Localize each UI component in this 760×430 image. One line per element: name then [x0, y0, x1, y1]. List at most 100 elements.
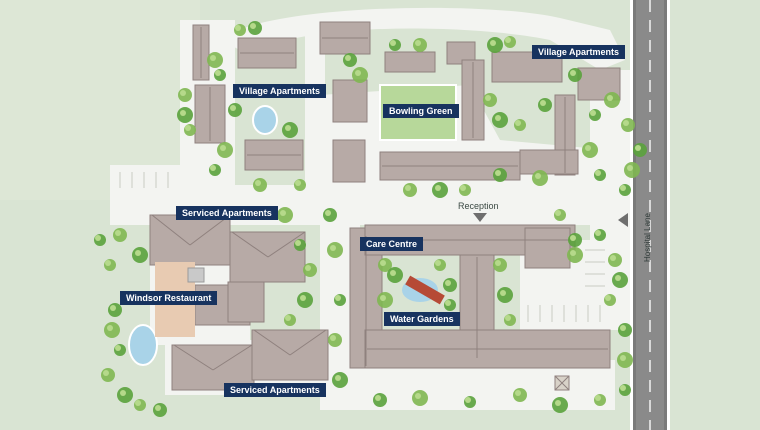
tree-highlight [107, 325, 113, 331]
tree-highlight [295, 180, 301, 186]
tree-highlight [330, 335, 336, 341]
tree-highlight [570, 70, 576, 76]
tree-highlight [285, 125, 291, 131]
trees [94, 21, 647, 417]
tree-highlight [405, 185, 411, 191]
restaurant-grid [187, 267, 205, 283]
tree-highlight [595, 395, 601, 401]
tree-highlight [335, 375, 341, 381]
label-serviced-apartments-top[interactable]: Serviced Apartments [176, 206, 278, 220]
tree-highlight [620, 385, 626, 391]
tree-highlight [595, 170, 601, 176]
tree-highlight [180, 90, 186, 96]
tree-highlight [505, 37, 511, 43]
tree-highlight [95, 235, 101, 241]
tree-highlight [380, 295, 386, 301]
tree-highlight [390, 270, 396, 276]
label-care-centre[interactable]: Care Centre [360, 237, 424, 251]
tree-highlight [110, 305, 116, 311]
tree-highlight [465, 397, 471, 403]
tree-highlight [280, 210, 286, 216]
label-windsor-restaurant[interactable]: Windsor Restaurant [120, 291, 218, 305]
tree-highlight [495, 260, 501, 266]
tree-highlight [335, 295, 341, 301]
triangle-left-icon [618, 213, 628, 227]
parking-bays [119, 172, 605, 322]
tree-highlight [485, 95, 491, 101]
tree-highlight [115, 345, 121, 351]
tree-highlight [515, 390, 521, 396]
hospital-lane-text: Hospital Lane [643, 213, 652, 262]
tree-highlight [210, 165, 216, 171]
tree-highlight [355, 70, 361, 76]
tree-highlight [120, 390, 126, 396]
label-serviced-apartments-bottom[interactable]: Serviced Apartments [224, 383, 326, 397]
tree-highlight [415, 40, 421, 46]
tree-highlight [623, 120, 629, 126]
tree-highlight [330, 245, 336, 251]
tree-highlight [635, 145, 641, 151]
pond-lower [128, 324, 158, 366]
triangle-down-icon [473, 213, 487, 222]
tree-highlight [285, 315, 291, 321]
tree-highlight [375, 395, 381, 401]
tree-highlight [620, 185, 626, 191]
tree-highlight [415, 393, 421, 399]
tree-highlight [555, 210, 561, 216]
tree-highlight [230, 105, 236, 111]
tree-highlight [620, 325, 626, 331]
tree-highlight [380, 260, 386, 266]
tree-highlight [605, 295, 611, 301]
tree-highlight [115, 230, 121, 236]
tree-highlight [300, 295, 306, 301]
tree-highlight [255, 180, 261, 186]
tree-highlight [495, 115, 501, 121]
tree-highlight [555, 400, 561, 406]
tree-highlight [495, 170, 501, 176]
hospital-lane-road [630, 0, 670, 430]
tree-highlight [390, 40, 396, 46]
tree-highlight [610, 255, 616, 261]
tree-highlight [185, 125, 191, 131]
water-garden-bridge [405, 275, 445, 305]
tree-highlight [445, 300, 451, 306]
tree-highlight [570, 235, 576, 241]
tree-highlight [180, 110, 186, 116]
tree-highlight [620, 355, 626, 361]
label-bowling-green[interactable]: Bowling Green [383, 104, 459, 118]
tree-highlight [220, 145, 226, 151]
tree-highlight [535, 173, 541, 179]
tree-highlight [345, 55, 351, 61]
tree-highlight [500, 290, 506, 296]
tree-highlight [505, 315, 511, 321]
tree-highlight [445, 280, 451, 286]
tree-highlight [570, 250, 576, 256]
tree-highlight [435, 185, 441, 191]
tree-highlight [590, 110, 596, 116]
tree-highlight [585, 145, 591, 151]
tree-highlight [607, 95, 613, 101]
tree-highlight [295, 240, 301, 246]
label-village-apartments-left[interactable]: Village Apartments [233, 84, 327, 98]
tree-highlight [460, 185, 466, 191]
tree-highlight [105, 260, 111, 266]
tree-highlight [325, 210, 331, 216]
tree-highlight [595, 230, 601, 236]
pond-upper [252, 105, 278, 135]
tree-highlight [627, 165, 633, 171]
tree-highlight [435, 260, 441, 266]
tree-highlight [250, 23, 256, 29]
tree-highlight [135, 250, 141, 256]
tree-highlight [515, 120, 521, 126]
tree-highlight [615, 275, 621, 281]
tree-highlight [490, 40, 496, 46]
tree-highlight [235, 25, 241, 31]
label-water-gardens[interactable]: Water Gardens [384, 312, 460, 326]
tree-highlight [155, 405, 161, 411]
tree-highlight [210, 55, 216, 61]
reception-text: Reception [458, 201, 499, 211]
tree-highlight [135, 400, 141, 406]
tree-highlight [103, 370, 109, 376]
label-village-apartments-top[interactable]: Village Apartments [532, 45, 626, 59]
